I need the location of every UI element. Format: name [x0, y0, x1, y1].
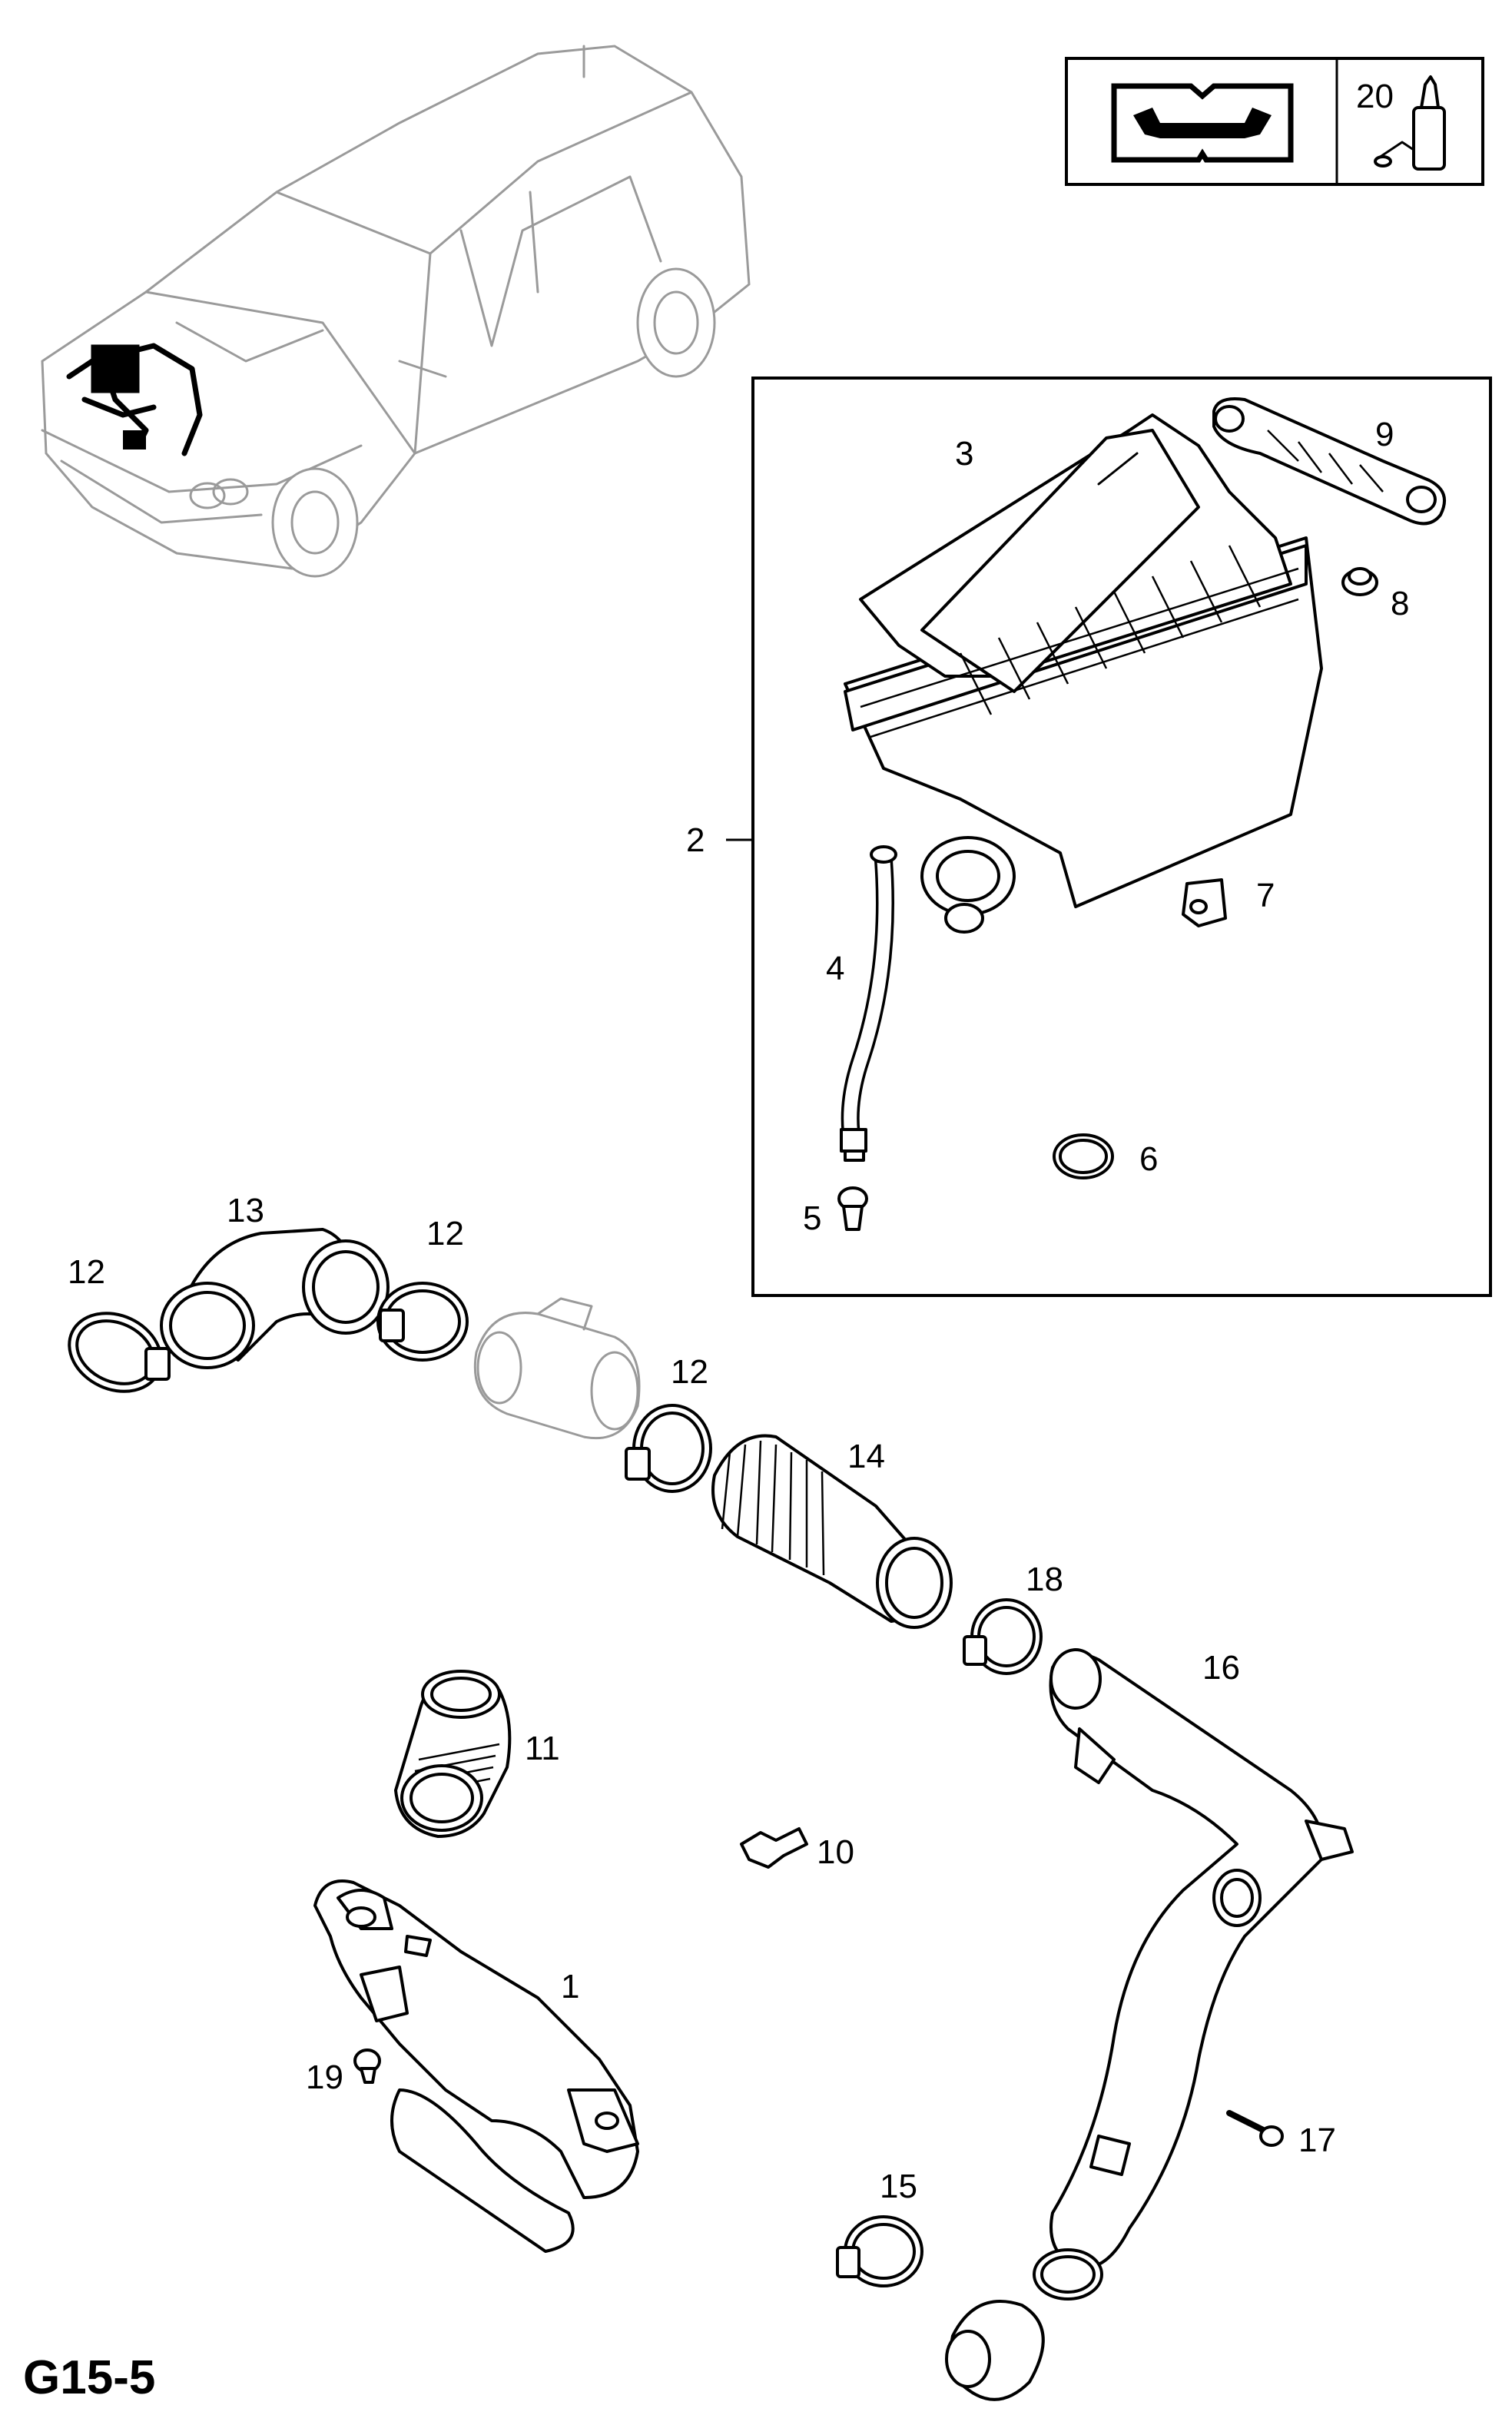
callout-1: 1	[561, 1968, 579, 2005]
callout-6: 6	[1139, 1140, 1158, 1178]
callout-3: 3	[955, 435, 973, 473]
callout-15: 15	[880, 2168, 917, 2205]
callout-8: 8	[1391, 585, 1409, 622]
callout-20: 20	[1356, 78, 1394, 115]
callout-19: 19	[306, 2058, 343, 2096]
service-manual-wrench-icon	[1111, 83, 1294, 163]
clamp-ring	[1053, 1133, 1114, 1179]
callout-14: 14	[847, 1438, 885, 1475]
callout-5: 5	[803, 1199, 821, 1237]
callout-17: 17	[1298, 2121, 1336, 2159]
callout-12-right: 12	[671, 1353, 708, 1391]
vehicle-illustration	[41, 45, 751, 578]
diagram-code: G15-5	[23, 2351, 155, 2404]
callout-7: 7	[1256, 877, 1275, 914]
callout-11: 11	[525, 1730, 560, 1767]
callout-18: 18	[1026, 1561, 1063, 1598]
callout-16: 16	[1202, 1649, 1240, 1687]
push-clip	[353, 2048, 381, 2084]
callout-2: 2	[686, 821, 705, 859]
air-intake-duct	[313, 1879, 639, 2253]
hose-clamp-left	[68, 1312, 171, 1393]
intake-pipe	[945, 1648, 1354, 2401]
callout-13: 13	[227, 1192, 264, 1229]
drain-hose	[840, 845, 897, 1162]
bellows-hose	[711, 1434, 953, 1629]
callout-9: 9	[1375, 416, 1394, 453]
hose-clamp-15	[836, 2215, 923, 2287]
elbow-hose	[160, 1228, 390, 1369]
callout-12-left: 12	[68, 1253, 105, 1291]
air-cleaner-housing	[844, 413, 1323, 934]
valve	[837, 1186, 868, 1231]
callout-10: 10	[817, 1833, 854, 1871]
hose-clamp-right	[625, 1404, 712, 1493]
grommet	[1341, 567, 1378, 596]
sealant-bottle-icon	[1374, 75, 1446, 171]
hose-clamp-18	[963, 1598, 1043, 1675]
clip	[740, 1827, 808, 1869]
turbo-hose	[394, 1670, 512, 1838]
callout-4: 4	[826, 950, 844, 987]
bracket	[1212, 397, 1446, 526]
info-box: 20	[1065, 57, 1484, 186]
callout-12-middle: 12	[426, 1215, 464, 1252]
hose-clamp-middle	[376, 1282, 469, 1362]
assembly-frame	[751, 377, 1492, 1297]
mounting-rubber	[1182, 878, 1227, 927]
airflow-meter	[473, 1297, 641, 1440]
bolt	[1226, 2110, 1284, 2147]
